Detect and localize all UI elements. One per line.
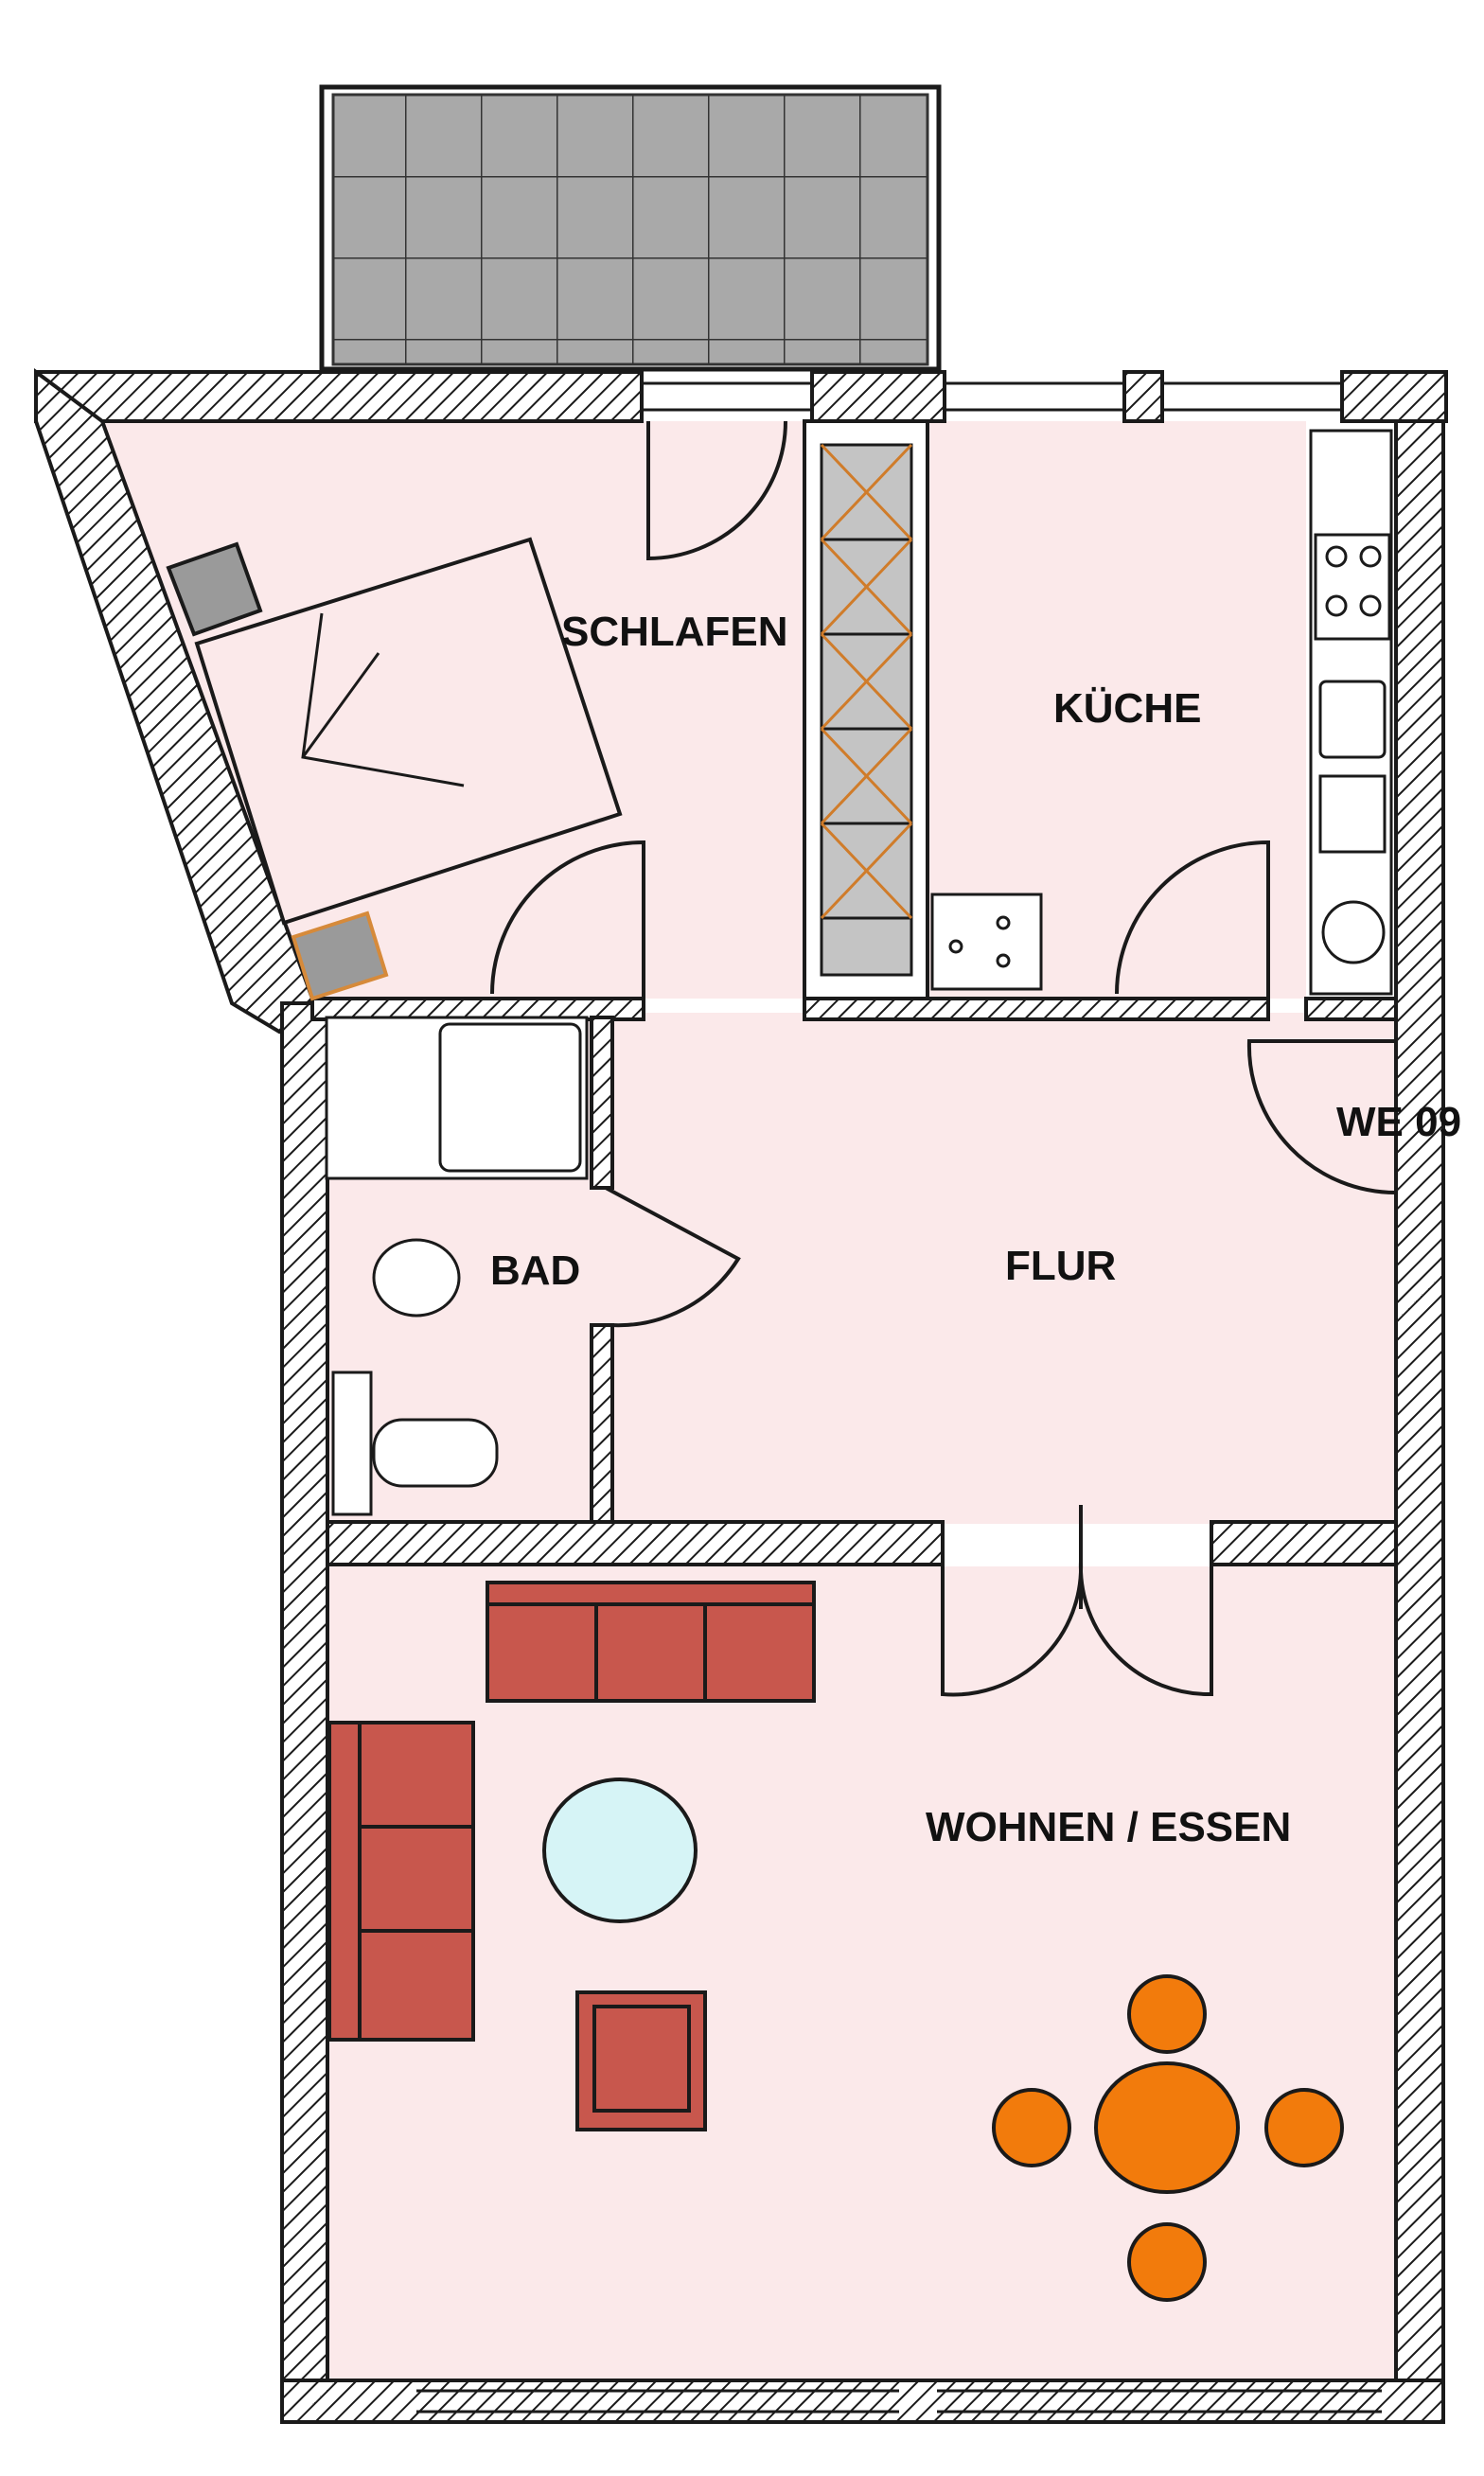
room-wohnen-floor <box>327 1566 1396 2399</box>
dining-set <box>992 1974 1344 2302</box>
door-wohnen-right <box>1078 1561 1213 1697</box>
room-label-wohnen-essen: WOHNEN / ESSEN <box>926 1804 1291 1850</box>
sofa-top <box>486 1581 816 1703</box>
kitchen-counter <box>930 429 1393 996</box>
unit-label: WE 09 <box>1336 1099 1461 1145</box>
sofa-left <box>327 1721 475 2042</box>
room-label-schlafen: SCHLAFEN <box>561 609 788 655</box>
door-bad-flur <box>605 1186 741 1328</box>
room-flur-floor <box>610 1013 1396 1524</box>
wardrobe <box>820 443 913 977</box>
room-label-flur: FLUR <box>1005 1243 1116 1289</box>
door-kueche-flur <box>1115 840 1270 999</box>
washbasin <box>372 1238 461 1318</box>
room-label-kueche: KÜCHE <box>1053 685 1201 732</box>
nightstand-bottom <box>291 911 389 1001</box>
bed <box>194 537 623 926</box>
door-schlafen-flur <box>490 840 645 1000</box>
nightstand-top <box>166 541 263 637</box>
windows <box>416 381 1382 2414</box>
room-label-bad: BAD <box>490 1247 580 1294</box>
door-schlafen-balcony <box>646 420 787 561</box>
doors <box>490 420 1397 1697</box>
coffee-table <box>542 1777 698 1923</box>
door-entrance <box>1246 1039 1397 1194</box>
toilet <box>372 1418 499 1488</box>
door-wohnen-left <box>941 1561 1084 1697</box>
bathroom-fixtures <box>325 1016 589 1516</box>
armchair <box>575 1990 707 2131</box>
balcony <box>319 84 942 372</box>
